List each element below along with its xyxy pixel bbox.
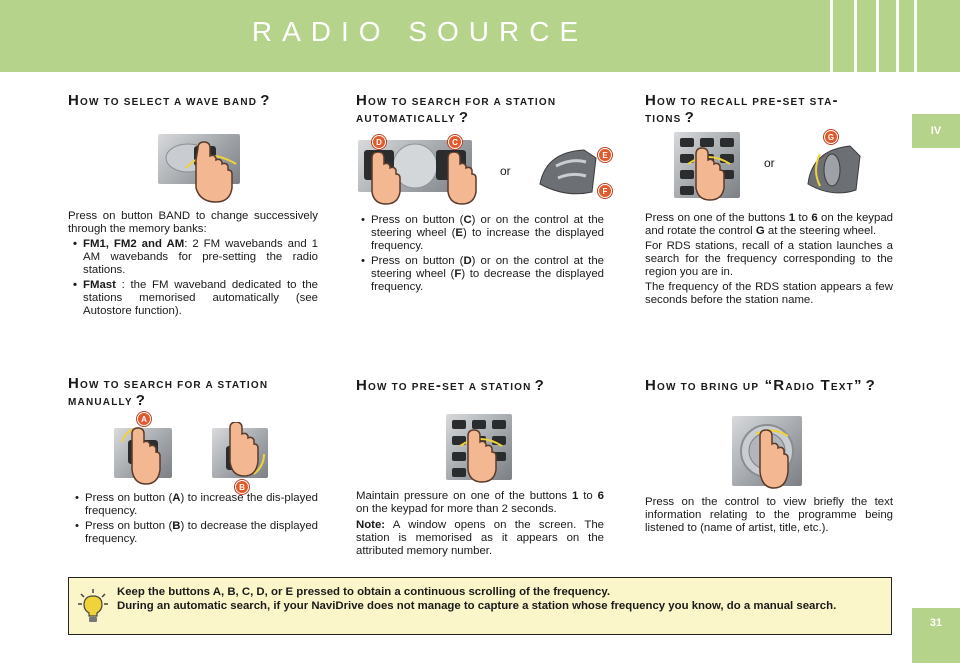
chapter-tab[interactable]: IV (912, 114, 960, 148)
lightbulb-icon (78, 589, 108, 622)
recall-preset-p3: The frequency of the RDS station appears… (645, 281, 893, 306)
tip-line-2: During an automatic search, if your Navi… (117, 599, 837, 612)
radio-text-text: Press on the control to view briefly the… (645, 496, 893, 537)
list-item: Press on button (C) or on the control at… (356, 214, 604, 253)
section-title-search-auto: HOW TO SEARCH FOR A STATION AUTOMATICALL… (356, 92, 557, 126)
pressing-hand-icon (121, 427, 161, 485)
badge-f: F (598, 184, 612, 198)
list-item: Press on button (D) or on the control at… (356, 255, 604, 294)
list-item: FMast : the FM waveband dedicated to the… (68, 279, 318, 318)
preset-station-text: Maintain pressure on one of the buttons … (356, 490, 604, 560)
or-label: or (500, 164, 511, 178)
or-label: or (764, 156, 775, 170)
preset-station-note: Note: A window opens on the screen. The … (356, 519, 604, 557)
pressing-hand-icon (447, 152, 477, 205)
page-number: 31 (912, 608, 960, 663)
badge-d: D (372, 135, 386, 149)
badge-a: A (137, 412, 151, 426)
list-item: Press on button (A) to increase the dis-… (70, 492, 318, 518)
badge-c: C (448, 135, 462, 149)
rotary-control-image (804, 140, 864, 198)
pressing-hand-icon (755, 429, 789, 489)
badge-e: E (598, 148, 612, 162)
search-auto-text: Press on button (C) or on the control at… (356, 214, 604, 296)
header-stripes (820, 0, 930, 72)
select-band-intro: Press on button BAND to change successiv… (68, 210, 318, 235)
pressing-hand-icon (185, 141, 237, 203)
list-item: FM1, FM2 and AM: 2 FM wavebands and 1 AM… (68, 238, 318, 277)
pressing-hand-icon (687, 147, 731, 201)
tip-line-1: Keep the buttons A, B, C, D, or E presse… (117, 586, 611, 598)
section-title-search-manual: HOW TO SEARCH FOR A STATION MANUALLY? (68, 375, 269, 409)
recall-preset-text: Press on one of the buttons 1 to 6 on th… (645, 212, 893, 309)
preset-station-p1: Maintain pressure on one of the buttons … (356, 490, 604, 515)
list-item: Press on button (B) to decrease the disp… (70, 520, 318, 546)
select-band-text: Press on button BAND to change successiv… (68, 210, 318, 320)
section-title-preset-station: HOW TO PRE-SET A STATION? (356, 377, 545, 394)
tip-box: Keep the buttons A, B, C, D, or E presse… (68, 577, 892, 635)
section-title-recall-preset: HOW TO RECALL PRE-SET STA- TIONS? (645, 92, 839, 126)
badge-g: G (824, 130, 838, 144)
page-header: RADIO SOURCE (0, 0, 960, 72)
recall-preset-p2: For RDS stations, recall of a station la… (645, 240, 893, 278)
tip-text: Keep the buttons A, B, C, D, or E presse… (117, 586, 887, 613)
section-title-radio-text: HOW TO BRING UP “RADIO TEXT”? (645, 377, 877, 394)
search-manual-text: Press on button (A) to increase the dis-… (70, 492, 318, 548)
page-title: RADIO SOURCE (251, 16, 589, 47)
pressing-hand-icon (371, 152, 401, 205)
pressing-hand-icon (459, 429, 503, 483)
radio-text-p1: Press on the control to view briefly the… (645, 496, 893, 534)
pressing-hand-icon (229, 422, 265, 477)
section-title-select-band: HOW TO SELECT A WAVE BAND? (68, 92, 271, 109)
steering-control-image (536, 144, 606, 198)
recall-preset-p1: Press on one of the buttons 1 to 6 on th… (645, 212, 893, 237)
